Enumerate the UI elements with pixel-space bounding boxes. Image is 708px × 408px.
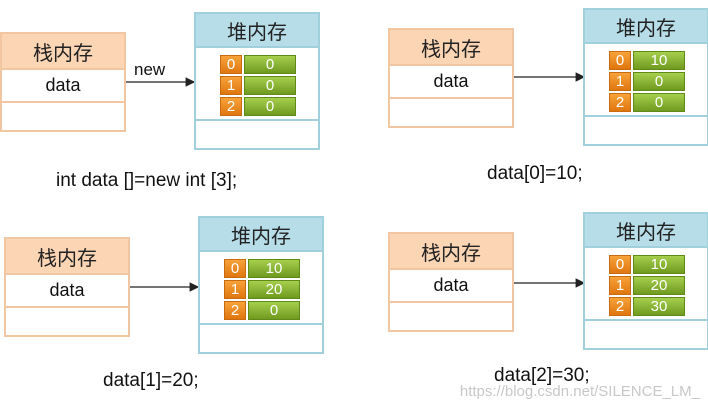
- heap-title: 堆内存: [200, 218, 322, 252]
- stack-empty-cell: [2, 103, 124, 134]
- stack-memory-box: 栈内存 data: [4, 237, 130, 337]
- array-value: 10: [633, 255, 685, 274]
- array-value: 30: [633, 297, 685, 316]
- code-caption: data[1]=20;: [103, 370, 199, 391]
- code-caption: data[2]=30;: [494, 365, 590, 386]
- array-index: 0: [609, 51, 631, 70]
- heap-title: 堆内存: [585, 10, 707, 44]
- array-value: 0: [244, 55, 296, 74]
- array-index: 0: [224, 259, 246, 278]
- stack-var-data: data: [390, 66, 512, 99]
- array-index: 2: [609, 93, 631, 112]
- stack-empty-cell: [390, 99, 512, 130]
- array-index: 2: [220, 97, 242, 116]
- stack-memory-box: 栈内存 data: [388, 28, 514, 128]
- heap-title: 堆内存: [585, 214, 707, 248]
- array-value: 0: [248, 301, 300, 320]
- array-value: 20: [633, 276, 685, 295]
- stack-title: 栈内存: [390, 30, 512, 66]
- array-index: 1: [220, 76, 242, 95]
- array-value: 20: [248, 280, 300, 299]
- array-value: 10: [248, 259, 300, 278]
- array-index: 1: [609, 72, 631, 91]
- heap-title: 堆内存: [196, 14, 318, 48]
- array-value: 0: [633, 72, 685, 91]
- array-value: 0: [244, 97, 296, 116]
- watermark: https://blog.csdn.net/SILENCE_LM_: [459, 383, 700, 400]
- array-index: 1: [609, 276, 631, 295]
- stack-var-data: data: [6, 275, 128, 308]
- stack-var-data: data: [2, 70, 124, 103]
- array-index: 0: [609, 255, 631, 274]
- stack-title: 栈内存: [2, 34, 124, 70]
- stack-var-data: data: [390, 270, 512, 303]
- stack-memory-box: 栈内存 data: [388, 232, 514, 332]
- stack-empty-cell: [390, 303, 512, 334]
- array-value: 10: [633, 51, 685, 70]
- array-value: 0: [244, 76, 296, 95]
- stack-title: 栈内存: [390, 234, 512, 270]
- array-index: 0: [220, 55, 242, 74]
- array-index: 2: [224, 301, 246, 320]
- new-label: new: [134, 60, 166, 79]
- code-caption: data[0]=10;: [487, 163, 583, 184]
- code-caption: int data []=new int [3];: [56, 170, 238, 191]
- stack-empty-cell: [6, 308, 128, 339]
- array-index: 1: [224, 280, 246, 299]
- stack-memory-box: 栈内存 data: [0, 32, 126, 132]
- stack-title: 栈内存: [6, 239, 128, 275]
- array-index: 2: [609, 297, 631, 316]
- array-value: 0: [633, 93, 685, 112]
